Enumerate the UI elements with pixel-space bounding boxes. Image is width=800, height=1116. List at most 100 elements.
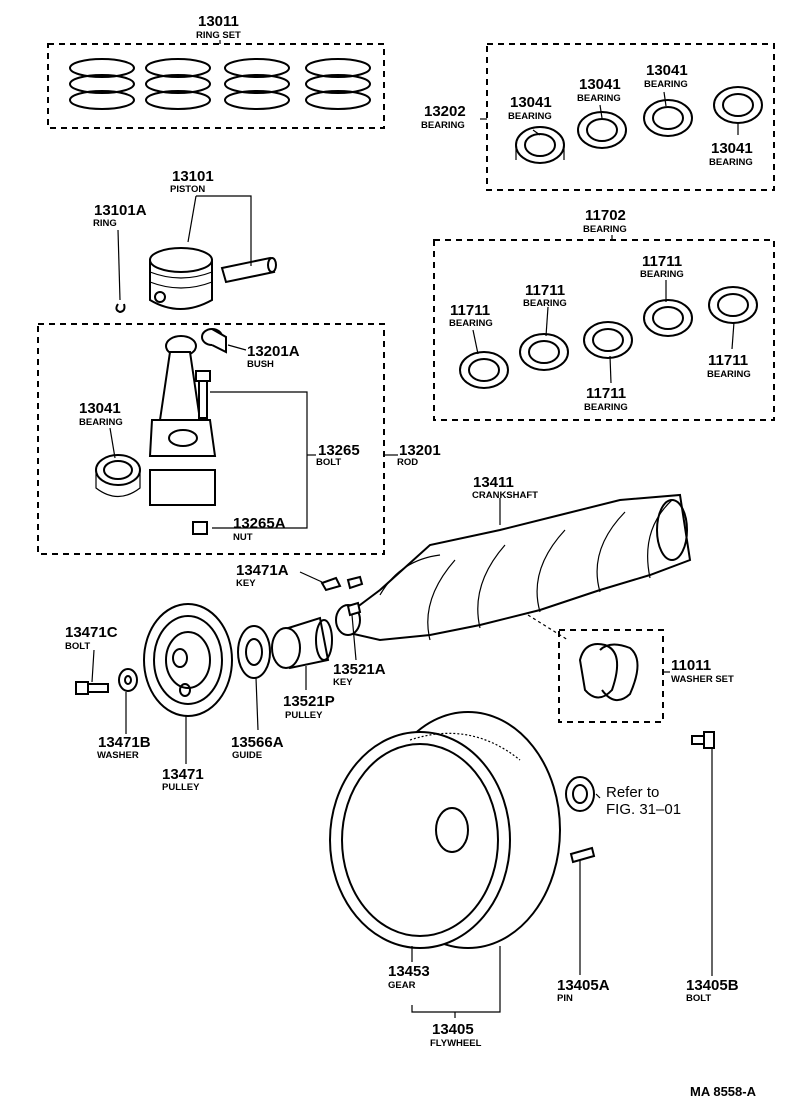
svg-text:13471A: 13471A: [236, 562, 289, 579]
svg-text:13011: 13011: [198, 13, 239, 30]
svg-text:13041: 13041: [510, 94, 552, 111]
label-bearing-13202: 13202 BEARING: [421, 103, 466, 131]
label-rod-bolt: 13265 BOLT: [316, 442, 360, 468]
washer-set-illustration: [578, 643, 639, 701]
ring-set-box: [47, 43, 385, 129]
label-bearing-11702: 11702 BEARING: [583, 207, 627, 235]
label-bearing-11711-a: 11711 BEARING: [449, 302, 493, 329]
label-bearing-rod: 13041 BEARING: [79, 400, 123, 428]
crankshaft-illustration: [335, 493, 692, 642]
svg-text:13405B: 13405B: [686, 977, 739, 994]
label-piston: 13101 PISTON: [170, 168, 214, 195]
label-bolt-13471c: 13471C BOLT: [65, 624, 118, 652]
label-bearing-13041-b: 13041 BEARING: [577, 76, 621, 104]
svg-text:FLYWHEEL: FLYWHEEL: [430, 1038, 482, 1049]
svg-text:GEAR: GEAR: [388, 980, 416, 991]
refer-note: Refer to FIG. 31–01: [606, 784, 681, 818]
label-flywheel: 13405 FLYWHEEL: [430, 1021, 482, 1049]
svg-text:11711: 11711: [450, 302, 490, 319]
svg-text:KEY: KEY: [236, 578, 256, 589]
svg-text:BEARING: BEARING: [644, 79, 688, 90]
label-pulley-13521p: 13521P PULLEY: [283, 693, 335, 721]
svg-text:BEARING: BEARING: [508, 111, 552, 122]
washer-set-box: [558, 629, 664, 723]
label-bush: 13201A BUSH: [247, 343, 300, 370]
svg-text:PULLEY: PULLEY: [285, 710, 323, 721]
svg-text:WASHER SET: WASHER SET: [671, 674, 734, 685]
crank-pulley-illustration: [75, 603, 333, 717]
key-illustrations: [320, 575, 364, 617]
svg-text:FIG. 31–01: FIG. 31–01: [606, 801, 681, 818]
label-bearing-11711-e: 11711 BEARING: [707, 352, 751, 380]
svg-text:13202: 13202: [424, 103, 466, 120]
svg-text:13453: 13453: [388, 963, 430, 980]
svg-text:11711: 11711: [525, 282, 565, 299]
svg-text:13521P: 13521P: [283, 693, 335, 710]
label-bearing-11711-d: 11711 BEARING: [584, 385, 628, 413]
svg-text:13405: 13405: [432, 1021, 474, 1038]
svg-text:BEARING: BEARING: [709, 157, 753, 168]
label-gear: 13453 GEAR: [388, 963, 430, 991]
svg-text:13471C: 13471C: [65, 624, 118, 641]
svg-text:13566A: 13566A: [231, 734, 284, 751]
svg-text:11702: 11702: [585, 207, 626, 224]
svg-text:13041: 13041: [711, 140, 753, 157]
svg-text:11011: 11011: [671, 657, 711, 674]
svg-text:13411: 13411: [473, 474, 514, 491]
svg-text:13265A: 13265A: [233, 515, 286, 532]
leader-lines: [91, 40, 739, 1018]
connecting-rod-box: [37, 323, 385, 555]
svg-text:13101A: 13101A: [94, 202, 147, 219]
label-pin: 13405A PIN: [557, 977, 610, 1004]
svg-text:BEARING: BEARING: [640, 269, 684, 280]
svg-text:BEARING: BEARING: [707, 369, 751, 380]
svg-text:PULLEY: PULLEY: [162, 782, 200, 793]
label-ring: 13101A RING: [93, 202, 147, 229]
label-key-13471a: 13471A KEY: [236, 562, 289, 589]
svg-text:PISTON: PISTON: [170, 184, 205, 195]
svg-text:BOLT: BOLT: [686, 993, 711, 1004]
label-bearing-11711-b: 11711 BEARING: [523, 282, 567, 309]
flywheel-illustration: [329, 711, 715, 949]
label-bolt-13405b: 13405B BOLT: [686, 977, 739, 1004]
svg-text:13471: 13471: [162, 766, 204, 783]
svg-text:RING: RING: [93, 218, 117, 229]
svg-text:13521A: 13521A: [333, 661, 386, 678]
ring-set-illustration: [69, 58, 371, 110]
svg-text:11711: 11711: [642, 253, 682, 270]
svg-text:13041: 13041: [579, 76, 621, 93]
svg-text:BEARING: BEARING: [449, 318, 493, 329]
label-guide: 13566A GUIDE: [231, 734, 284, 761]
svg-text:BOLT: BOLT: [316, 457, 341, 468]
main-bearing-box: [486, 43, 775, 191]
svg-text:WASHER: WASHER: [97, 750, 139, 761]
svg-text:13041: 13041: [79, 400, 121, 417]
svg-text:CRANKSHAFT: CRANKSHAFT: [472, 490, 538, 501]
svg-text:BEARING: BEARING: [523, 298, 567, 309]
label-bearing-13041-c: 13041 BEARING: [644, 62, 688, 90]
svg-text:GUIDE: GUIDE: [232, 750, 262, 761]
svg-text:BEARING: BEARING: [583, 224, 627, 235]
svg-text:BEARING: BEARING: [421, 120, 465, 131]
label-crankshaft: 13411 CRANKSHAFT: [472, 474, 538, 501]
svg-text:RING SET: RING SET: [196, 30, 241, 41]
svg-text:13471B: 13471B: [98, 734, 151, 751]
label-washer: 13471B WASHER: [97, 734, 151, 761]
label-bearing-13041-a: 13041 BEARING: [508, 94, 552, 122]
svg-text:BEARING: BEARING: [577, 93, 621, 104]
svg-text:PIN: PIN: [557, 993, 573, 1004]
label-washer-set: 11011 WASHER SET: [671, 657, 734, 685]
label-bearing-13041-d: 13041 BEARING: [709, 140, 753, 168]
crank-bearing-box: [433, 239, 775, 421]
svg-text:BUSH: BUSH: [247, 359, 274, 370]
label-nut: 13265A NUT: [233, 515, 286, 543]
svg-text:13201A: 13201A: [247, 343, 300, 360]
label-rod: 13201 ROD: [397, 442, 441, 468]
svg-text:Refer to: Refer to: [606, 784, 659, 801]
svg-text:ROD: ROD: [397, 457, 418, 468]
svg-text:13265: 13265: [318, 442, 360, 459]
label-pulley-13471: 13471 PULLEY: [162, 766, 204, 793]
piston-illustration: [115, 247, 277, 314]
svg-text:BEARING: BEARING: [79, 417, 123, 428]
svg-text:13201: 13201: [399, 442, 441, 459]
